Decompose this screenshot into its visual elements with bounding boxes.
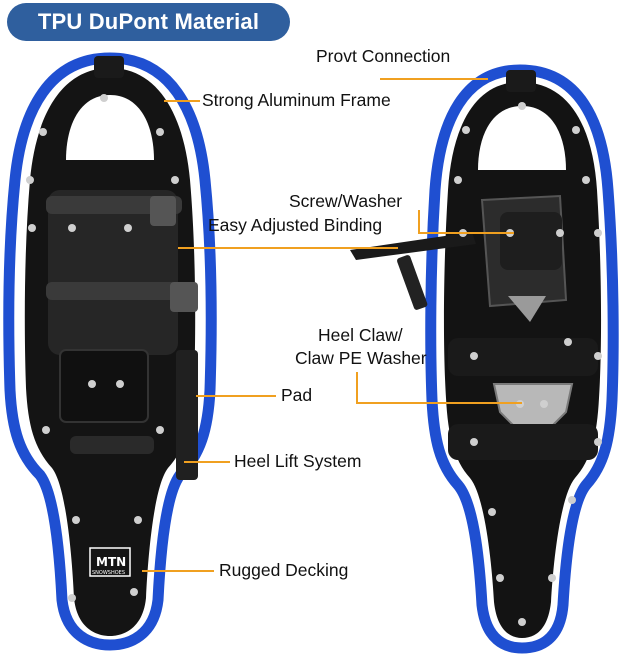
- mtn-logo: MTN SNOWSHOES: [89, 547, 131, 577]
- callout-heel-claw-line2: Claw PE Washer: [295, 348, 427, 368]
- callout-heel-lift-system: Heel Lift System: [234, 451, 362, 471]
- callout-screw-washer: Screw/Washer: [289, 191, 403, 211]
- callout-provt-connection: Provt Connection: [316, 46, 451, 66]
- callout-strong-aluminum-frame: Strong Aluminum Frame: [202, 90, 391, 110]
- left-toe-opening: [66, 95, 154, 160]
- callout-easy-adjusted-binding: Easy Adjusted Binding: [208, 215, 383, 235]
- leader-heel-claw-vertical: [356, 372, 358, 402]
- leader-pad: [196, 395, 276, 397]
- leader-strong-aluminum-frame: [164, 100, 200, 102]
- leader-heel-lift-system: [184, 461, 230, 463]
- callout-heel-claw-line1: Heel Claw/: [318, 325, 403, 345]
- svg-text:MTN: MTN: [96, 555, 126, 569]
- left-heel-lift: [70, 436, 154, 454]
- leader-heel-claw-horizontal: [356, 402, 522, 404]
- right-snowshoe-bottom-view: [350, 64, 619, 654]
- leader-screw-washer-horizontal: [418, 232, 514, 234]
- left-heel-pad: [59, 349, 149, 423]
- leader-provt-connection: [380, 78, 488, 80]
- left-binding-plate: [48, 190, 178, 355]
- leader-easy-adjusted-binding: [178, 247, 398, 249]
- callout-pad: Pad: [281, 385, 313, 405]
- material-banner: TPU DuPont Material: [7, 3, 290, 41]
- callout-rugged-decking: Rugged Decking: [219, 560, 349, 580]
- left-snowshoe-top-view: MTN SNOWSHOES: [3, 52, 217, 651]
- leader-rugged-decking: [142, 570, 214, 572]
- right-aluminum-frame: [425, 64, 619, 654]
- leader-screw-washer-vertical: [418, 210, 420, 232]
- svg-text:SNOWSHOES: SNOWSHOES: [92, 570, 125, 576]
- left-aluminum-frame: [3, 52, 217, 651]
